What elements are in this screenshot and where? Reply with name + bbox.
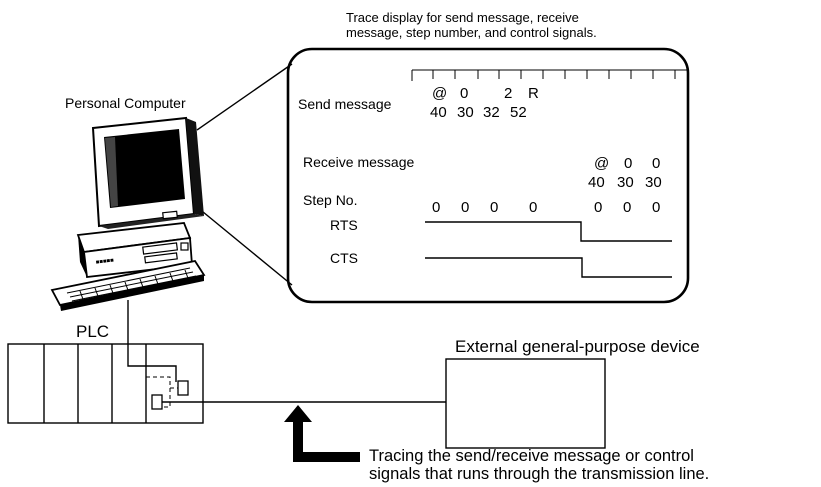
send-message-label: Send message: [298, 96, 392, 112]
receive-hex-2: 30: [617, 174, 634, 191]
cts-label: CTS: [330, 250, 358, 266]
trace-panel-frame: [286, 47, 690, 304]
receive-char-2: 0: [624, 155, 632, 172]
plc-frame: [7, 343, 204, 424]
receive-char-3: 0: [652, 155, 660, 172]
zoom-line-bottom: [196, 206, 293, 286]
unit-badge-icon: ■■■■■: [96, 258, 115, 266]
trace-display-panel: Send message @ 0 2 R 40 30 32 52 Receive…: [286, 47, 690, 304]
zoom-line-top: [196, 63, 293, 131]
monitor: [91, 116, 204, 229]
external-device-box: [445, 358, 606, 449]
send-hex-3: 32: [483, 104, 500, 121]
send-char-2: 0: [460, 85, 468, 102]
send-char-4: R: [528, 85, 539, 102]
send-char-1: @: [432, 85, 447, 102]
rts-signal: [425, 221, 672, 242]
step-value-b2: 0: [623, 199, 631, 216]
step-value-a1: 0: [432, 199, 440, 216]
step-value-a4: 0: [529, 199, 537, 216]
step-value-b3: 0: [652, 199, 660, 216]
caption-bottom-line2: signals that runs through the transmissi…: [369, 465, 709, 483]
receive-hex-1: 40: [588, 174, 605, 191]
cts-signal: [425, 257, 672, 278]
personal-computer-label: Personal Computer: [65, 95, 186, 111]
time-ruler: [411, 69, 688, 81]
send-char-3: 2: [504, 85, 512, 102]
plc-label: PLC: [76, 322, 109, 341]
personal-computer: ■■■■■: [50, 116, 206, 311]
rts-label: RTS: [330, 217, 358, 233]
send-hex-1: 40: [430, 104, 447, 121]
tracing-arrow-icon: [284, 405, 360, 462]
plc-port-lower-icon: [151, 394, 163, 410]
step-no-label: Step No.: [303, 192, 357, 208]
step-value-a3: 0: [490, 199, 498, 216]
external-device-label: External general-purpose device: [455, 337, 700, 356]
step-value-a2: 0: [461, 199, 469, 216]
step-value-b1: 0: [594, 199, 602, 216]
caption-bottom-line1: Tracing the send/receive message or cont…: [369, 447, 694, 465]
plc-rack: [7, 343, 204, 424]
receive-char-1: @: [594, 155, 609, 172]
receive-message-label: Receive message: [303, 154, 414, 170]
send-hex-2: 30: [457, 104, 474, 121]
send-hex-4: 52: [510, 104, 527, 121]
plc-port-upper-icon: [177, 380, 189, 396]
keyboard: [50, 259, 206, 311]
caption-top-line2: message, step number, and control signal…: [346, 25, 597, 40]
caption-top-line1: Trace display for send message, receive: [346, 10, 579, 25]
receive-hex-3: 30: [645, 174, 662, 191]
